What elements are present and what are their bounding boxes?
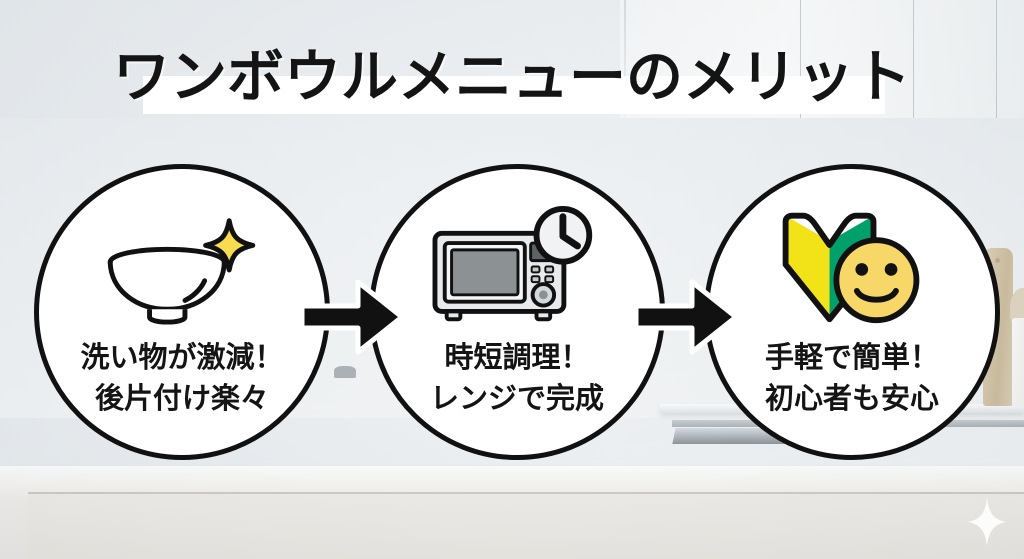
right-arrow-icon bbox=[633, 278, 739, 356]
step-caption-1: 洗い物が激減！ 後片付け楽々 bbox=[39, 337, 325, 419]
utensil-crock-prop bbox=[1012, 318, 1024, 406]
microwave-clock-icon bbox=[374, 201, 660, 331]
step-caption-3-line2: 初心者も安心 bbox=[764, 381, 939, 415]
step-caption-1-line1: 洗い物が激減！ bbox=[80, 340, 284, 374]
step-caption-1-line2: 後片付け楽々 bbox=[94, 381, 269, 415]
counter-front-panel bbox=[28, 492, 1024, 559]
title-highlight-band bbox=[143, 76, 885, 114]
right-arrow-icon bbox=[299, 278, 405, 356]
beginner-mark-smiley-icon bbox=[709, 201, 995, 331]
title-block: ワンボウルメニューのメリット bbox=[0, 44, 1024, 116]
step-caption-3: 手軽で簡単！ 初心者も安心 bbox=[709, 337, 995, 419]
step-circle-3: 手軽で簡単！ 初心者も安心 bbox=[704, 164, 1000, 460]
counter-prop bbox=[334, 366, 356, 378]
counter-edge-line bbox=[28, 492, 1024, 494]
wall-corner-edge bbox=[624, 0, 626, 138]
step-circle-2: 時短調理！ レンジで完成 bbox=[369, 164, 665, 460]
step-caption-2-line2: レンジで完成 bbox=[429, 381, 604, 415]
page-title: ワンボウルメニューのメリット bbox=[113, 44, 911, 110]
cabinet-seam-line bbox=[996, 0, 997, 178]
step-caption-2-line1: 時短調理！ bbox=[444, 340, 590, 374]
rice-bowl-sparkle-icon bbox=[39, 201, 325, 331]
cabinet-seam-line bbox=[913, 0, 914, 170]
step-caption-3-line1: 手軽で簡単！ bbox=[764, 340, 939, 374]
utensil-prop bbox=[1010, 288, 1024, 326]
cabinet-seam-line bbox=[800, 0, 801, 128]
sparkle-icon bbox=[968, 498, 1006, 546]
cutting-board-hole bbox=[995, 258, 1000, 263]
step-caption-2: 時短調理！ レンジで完成 bbox=[374, 337, 660, 419]
step-circle-1: 洗い物が激減！ 後片付け楽々 bbox=[34, 164, 330, 460]
